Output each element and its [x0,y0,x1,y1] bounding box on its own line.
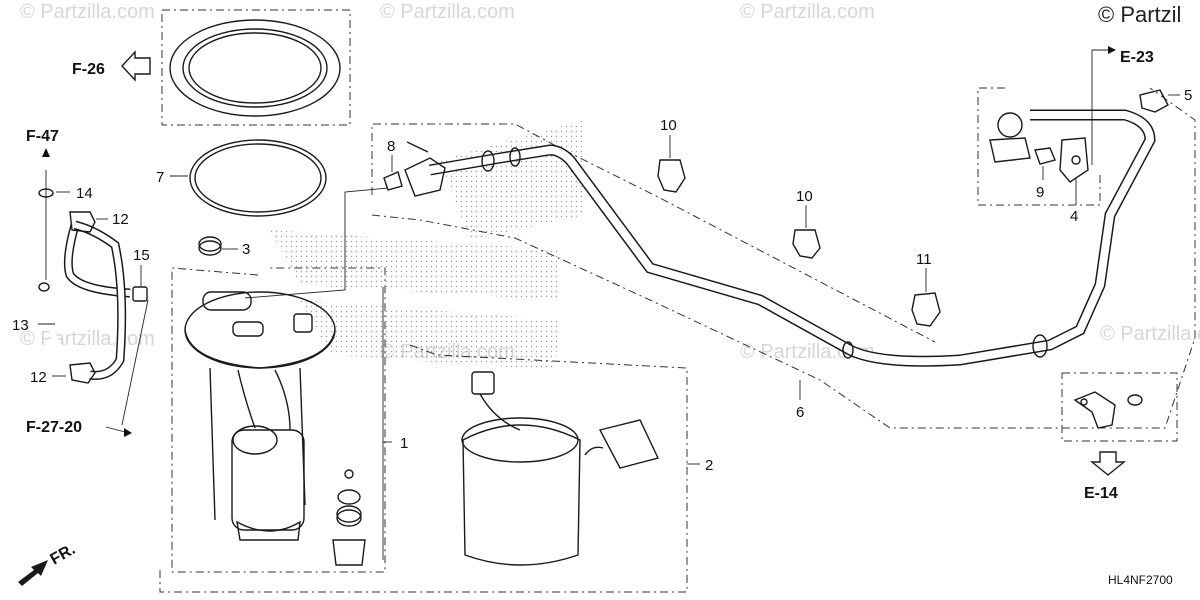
callout-12a: 12 [112,211,129,228]
callout-4: 4 [1070,208,1078,225]
callout-1: 1 [400,435,408,452]
pipe-clip-11 [911,292,941,327]
callout-2: 2 [705,457,713,474]
callout-14: 14 [76,185,93,202]
watermark-text: © Partzilla.com [20,328,155,350]
watermark-text: © Partzilla.com [380,1,515,23]
callout-13: 13 [12,317,29,334]
arrow-down-icon [1090,451,1126,476]
hose-clamp-12 [69,211,96,384]
fuel-pump-assembly [171,267,386,573]
ref-f27-20: F-27-20 [26,419,82,436]
gasket-ring-group [161,9,351,126]
callout-8: 8 [387,138,395,155]
fuel-line-assembly [371,87,1196,429]
hose-clip-14 [38,188,54,198]
bracket-detail-box [1061,372,1178,442]
ref-f26: F-26 [72,61,105,78]
lock-nut [198,236,222,256]
arrow-left-icon [121,50,151,82]
callout-12b: 12 [30,369,47,386]
quick-connector [383,141,446,197]
callout-3: 3 [242,241,250,258]
callout-9: 9 [1036,184,1044,201]
connector-detail-box [977,87,1101,206]
watermark-text: © Partzilla.com [1100,323,1200,345]
breather-hose-group [38,220,148,380]
gasket-ring-box [161,9,351,126]
clamp-5 [1139,89,1169,113]
callout-6: 6 [796,404,804,421]
callout-11: 11 [916,251,932,268]
ref-f47: F-47 [26,128,59,145]
front-arrow-icon [18,560,48,586]
callout-5: 5 [1184,87,1192,104]
callout-10b: 10 [796,188,813,205]
watermark-text: © Partzilla.com [20,1,155,23]
o-ring-seal [189,139,327,217]
callout-10a: 10 [660,117,677,134]
watermark-corner: © Partzil [1098,2,1181,27]
ref-e14: E-14 [1084,485,1118,502]
pipe-clip-10a [657,159,686,193]
front-marker: FR. [48,541,79,569]
pipe-clip-10b [792,229,821,259]
diagram-code: HL4NF2700 [1108,573,1173,587]
fuel-filter-module [159,344,688,593]
callout-7: 7 [156,169,164,186]
watermark-text: © Partzilla.com [740,1,875,23]
ref-e23: E-23 [1120,49,1154,66]
pump-seal-kit [332,469,366,566]
callout-15: 15 [133,247,150,264]
